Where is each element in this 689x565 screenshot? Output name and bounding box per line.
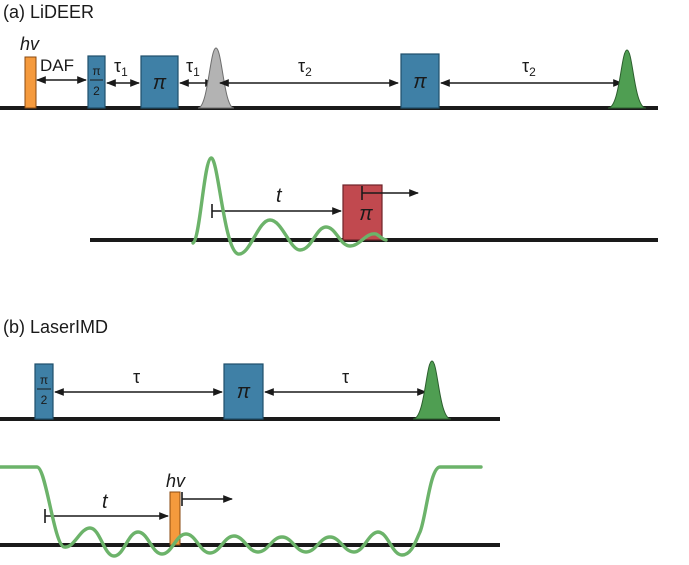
panel-a-title: (a) LiDEER: [3, 2, 94, 22]
refocused-echo: [197, 47, 235, 109]
pi-pulse-second: [400, 53, 440, 109]
tau2-label-second: τ2: [522, 56, 536, 79]
tau-b-label-second: τ: [342, 367, 349, 387]
tau1-label-first: τ1: [114, 56, 128, 79]
half-pi-pulse: [87, 55, 106, 109]
hv-label-b: hv: [166, 471, 186, 491]
detected-echo: [607, 49, 647, 109]
pi-pulse-label: π: [153, 72, 167, 94]
half-pi-denominator: 2: [93, 84, 100, 98]
pi-pulse: [140, 55, 179, 109]
pi-pulse-b-label: π: [237, 381, 251, 403]
half-pi-b-numerator: π: [40, 373, 48, 387]
hv-label: hv: [20, 34, 40, 54]
pi-pulse-second-label: π: [413, 71, 427, 93]
panel-b-title: (b) LaserIMD: [3, 317, 108, 337]
pi-pulse-b: [223, 363, 264, 420]
detected-echo-b: [412, 360, 452, 420]
laser-pulse: [24, 56, 37, 109]
half-pi-numerator: π: [92, 64, 100, 78]
half-pi-b-denominator: 2: [41, 393, 48, 407]
dipolar-oscillation: [191, 156, 388, 256]
daf-label: DAF: [40, 56, 74, 75]
tau2-label-first: τ2: [298, 56, 312, 79]
t-b-label: t: [102, 491, 109, 513]
pumped-pi-label: π: [359, 203, 373, 225]
tau1-label-second: τ1: [186, 56, 200, 79]
laser-imd-trace: [0, 465, 483, 558]
t-label: t: [276, 185, 283, 207]
half-pi-pulse-b: [34, 363, 54, 420]
tau-b-label-first: τ: [133, 367, 140, 387]
